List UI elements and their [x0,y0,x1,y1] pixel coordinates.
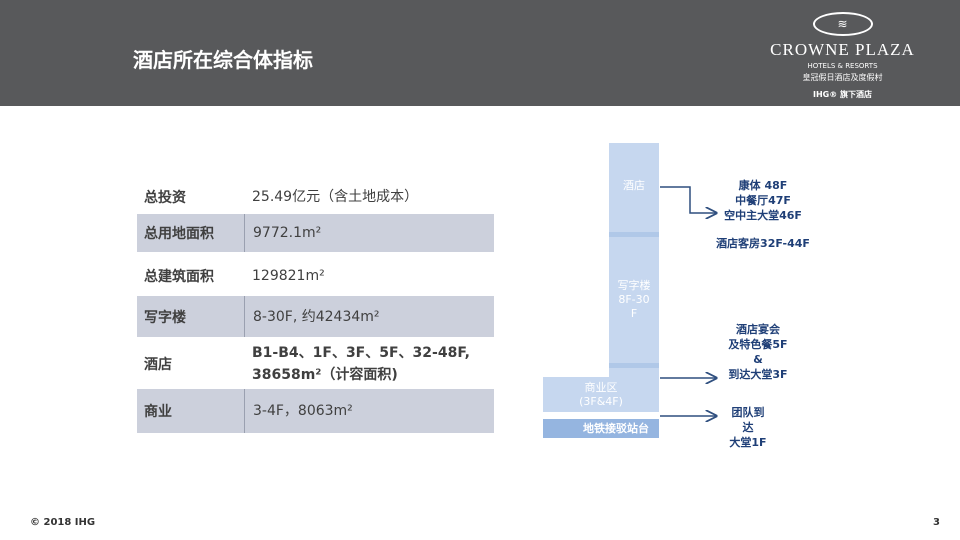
podium-block [609,368,659,378]
page-title: 酒店所在综合体指标 [133,48,313,72]
office-block: 写字楼8F-30F [609,237,659,363]
crowne-plaza-logo: ≋ CROWNE PLAZA HOTELS & RESORTS 皇冠假日酒店及度… [765,12,920,100]
hotel-block: 酒店 [609,143,659,232]
commercial-block: 商业区(3F&4F) [543,377,659,412]
wave-icon: ≋ [812,12,873,36]
row-label: 总投资 [144,190,186,206]
row-label: 总用地面积 [137,214,245,252]
logo-ihg: IHG® 旗下酒店 [812,90,873,99]
row-value: 25.49亿元（含土地成本） [252,189,419,205]
row-label: 写字楼 [137,296,245,337]
label-hotel-top: 康体 48F 中餐厅47F 空中主大堂46F [724,179,802,222]
row-value: 129821m² [252,268,325,284]
page-number: 3 [933,517,940,528]
table-row: 商业 3-4F，8063m² [137,389,494,433]
divider [609,232,659,237]
arrow-icon [660,186,716,213]
logo-sub: HOTELS & RESORTS [807,62,878,70]
logo-cn: 皇冠假日酒店及度假村 [802,73,883,82]
label-group: 团队到 达 大堂1F [729,406,767,449]
subway-block: 地铁接驳站台 [543,419,659,438]
logo-brand: CROWNE PLAZA [770,40,915,59]
table-row: 酒店 B1-B4、1F、3F、5F、32-48F, 38658m²（计容面积) [137,339,494,389]
header: 酒店所在综合体指标 ≋ CROWNE PLAZA HOTELS & RESORT… [0,0,960,106]
divider [609,363,659,368]
row-value: 9772.1m² [253,225,322,241]
row-label: 酒店 [144,357,172,373]
table-row: 总投资 25.49亿元（含土地成本） [137,180,494,214]
table-row: 写字楼 8-30F, 约42434m² [137,296,494,337]
row-label: 总建筑面积 [144,269,214,285]
table-row: 总用地面积 9772.1m² [137,214,494,252]
row-value: 8-30F, 约42434m² [253,308,380,325]
copyright: © 2018 IHG [30,517,96,528]
table-row: 总建筑面积 129821m² [137,256,494,296]
label-rooms: 酒店客房32F-44F [716,237,810,250]
label-banquet: 酒店宴会 及特色餐5F & 到达大堂3F [728,323,788,381]
row-value: B1-B4、1F、3F、5F、32-48F, 38658m²（计容面积) [252,345,470,383]
row-value: 3-4F，8063m² [253,403,353,419]
row-label: 商业 [137,389,245,433]
